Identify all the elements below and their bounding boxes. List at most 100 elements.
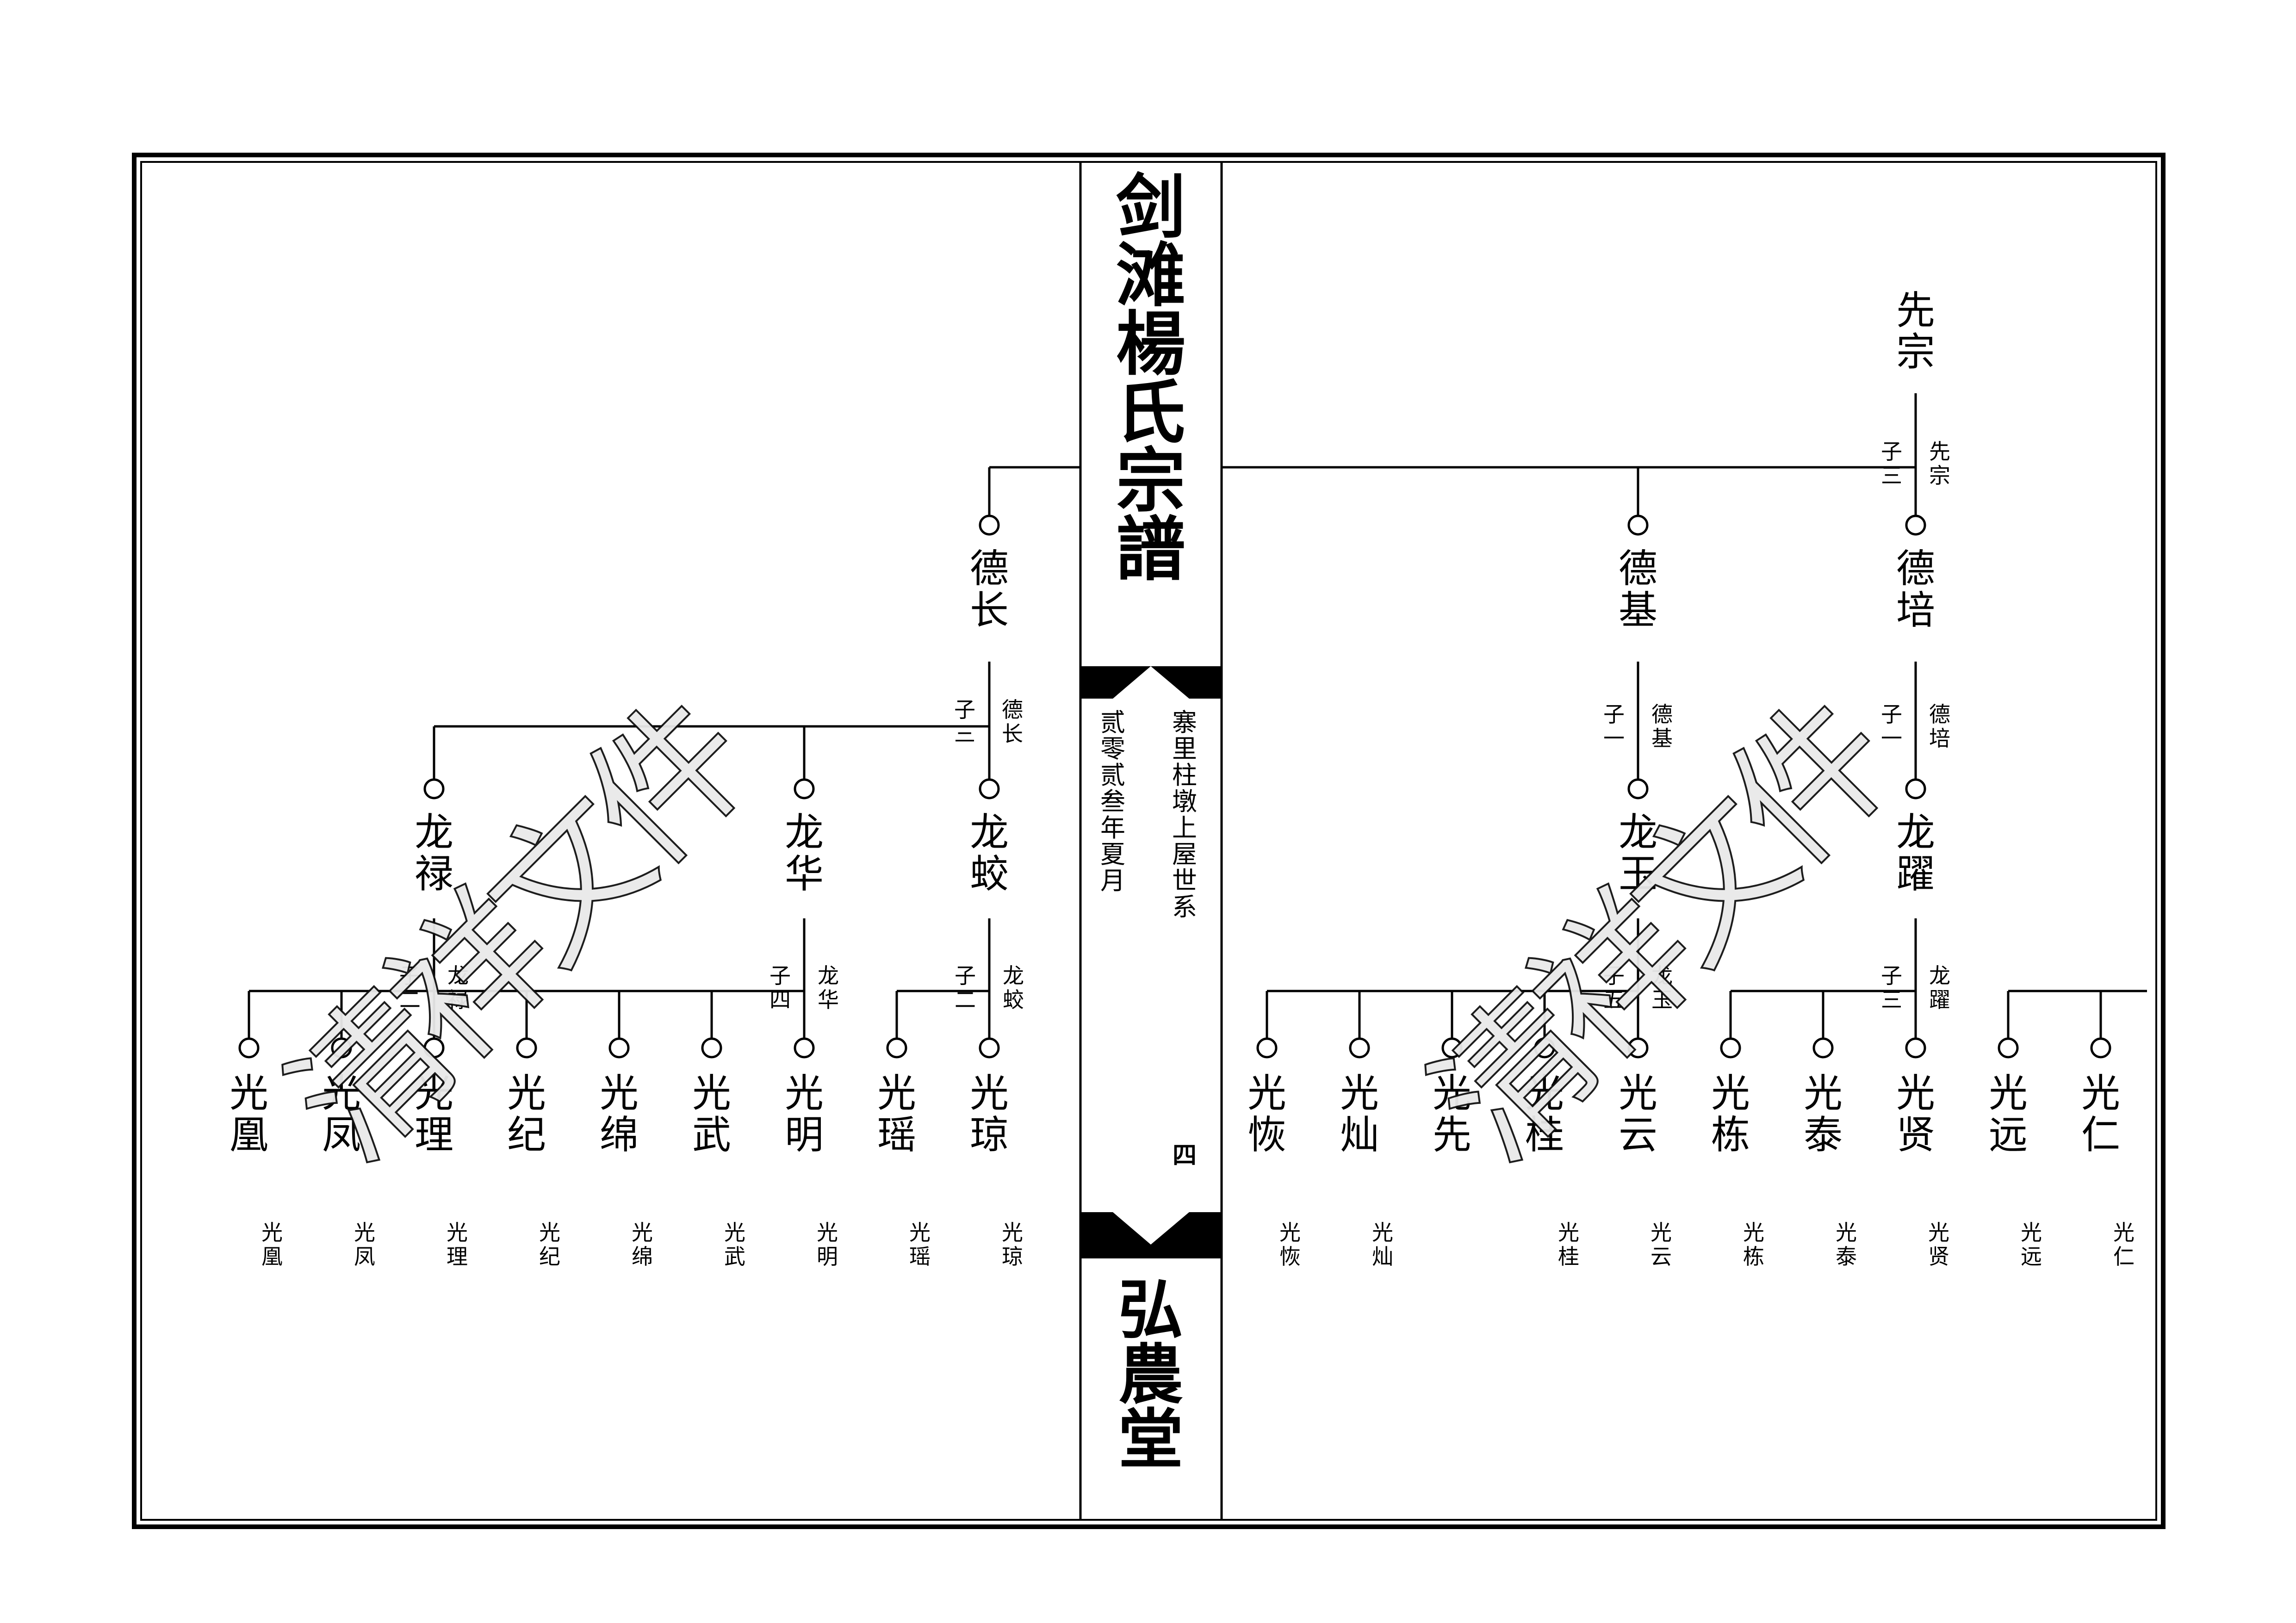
person-name-char: 龙 bbox=[785, 810, 824, 855]
sons-count-note-char: 子 bbox=[954, 697, 975, 722]
hall-name-text-char: 弘 bbox=[1118, 1272, 1183, 1348]
bottom-note-char: 仁 bbox=[2113, 1244, 2135, 1269]
page-number: 四 bbox=[1173, 1141, 1197, 1170]
bottom-note-char: 武 bbox=[724, 1244, 745, 1269]
grandchild-name-char: 光 bbox=[1525, 1071, 1564, 1116]
father-name-note-char: 龙 bbox=[1929, 963, 1950, 988]
bottom-note: 光绵 bbox=[632, 1220, 653, 1269]
spine-lower-block bbox=[1080, 1212, 1222, 1258]
person-marker bbox=[794, 778, 815, 799]
bottom-note-char: 光 bbox=[724, 1220, 745, 1245]
grandchild-name-char: 光 bbox=[1433, 1071, 1471, 1116]
person-marker bbox=[886, 1037, 907, 1059]
branch-name-text-char: 世 bbox=[1172, 866, 1197, 895]
grandchild-name-char: 光 bbox=[970, 1071, 1009, 1116]
sons-count-note-char: 三 bbox=[1881, 987, 1902, 1012]
father-name-note-char: 长 bbox=[1002, 721, 1023, 746]
grandchild-name-char: 灿 bbox=[1340, 1112, 1379, 1158]
bottom-note-char: 灿 bbox=[1372, 1244, 1393, 1269]
person-marker bbox=[1905, 778, 1926, 799]
person-marker bbox=[423, 778, 445, 799]
grandchild-name: 光栋 bbox=[1711, 1071, 1750, 1158]
book-title-text-char: 楊 bbox=[1116, 304, 1185, 385]
person-marker bbox=[2090, 1037, 2111, 1059]
bottom-note-char: 光 bbox=[1743, 1220, 1764, 1245]
person-marker bbox=[1998, 1037, 2019, 1059]
person-name-char: 龙 bbox=[1896, 810, 1935, 855]
bottom-note: 光贤 bbox=[1928, 1220, 1949, 1269]
bottom-note: 光瑶 bbox=[909, 1220, 931, 1269]
book-title-text-char: 譜 bbox=[1116, 509, 1185, 590]
grandchild-name: 光绵 bbox=[600, 1071, 639, 1158]
bottom-note: 光栋 bbox=[1743, 1220, 1764, 1269]
bottom-note-char: 桂 bbox=[1558, 1244, 1579, 1269]
grandchild-name-char: 栋 bbox=[1711, 1112, 1750, 1158]
compile-date-text-char: 月 bbox=[1100, 866, 1125, 895]
person-marker bbox=[1720, 1037, 1741, 1059]
grandchild-name-char: 光 bbox=[1804, 1071, 1843, 1116]
bottom-note-char: 纪 bbox=[539, 1244, 560, 1269]
sons-count-note-char: 子 bbox=[769, 963, 791, 988]
sons-count-note-char: 子 bbox=[1603, 963, 1625, 988]
grandchild-name: 光恢 bbox=[1247, 1071, 1286, 1158]
grandchild-name-char: 桂 bbox=[1525, 1112, 1564, 1158]
person-marker bbox=[979, 778, 1000, 799]
bottom-note: 光凰 bbox=[261, 1220, 283, 1269]
grandchild-name-char: 纪 bbox=[507, 1112, 546, 1158]
bottom-note-char: 光 bbox=[354, 1220, 375, 1245]
person-marker bbox=[1441, 1037, 1463, 1059]
bottom-note: 光琼 bbox=[1002, 1220, 1023, 1269]
bottom-note-char: 凰 bbox=[261, 1244, 283, 1269]
hall-name-text-char: 堂 bbox=[1118, 1402, 1183, 1478]
grandchild-name-char: 光 bbox=[785, 1071, 824, 1116]
bottom-note: 光桂 bbox=[1558, 1220, 1579, 1269]
father-name-note-char: 华 bbox=[818, 987, 839, 1012]
grandchild-name-char: 武 bbox=[692, 1112, 731, 1158]
compile-date-text-char: 贰 bbox=[1100, 708, 1125, 737]
sons-count-note-char: 子 bbox=[1881, 439, 1902, 464]
person-name: 德培 bbox=[1896, 546, 1935, 633]
hall-name-text: 弘農堂 bbox=[1118, 1272, 1183, 1478]
person-marker bbox=[1905, 1037, 1926, 1059]
grandchild-name: 光云 bbox=[1619, 1071, 1657, 1158]
father-name-note-char: 龙 bbox=[1003, 963, 1024, 988]
person-name-char: 基 bbox=[1619, 588, 1657, 633]
sons-count-note-char: 子 bbox=[1881, 702, 1902, 727]
sons-count-note: 子一 bbox=[1603, 702, 1625, 751]
bottom-note: 光理 bbox=[447, 1220, 468, 1269]
father-name-note-char: 蛟 bbox=[1003, 987, 1024, 1012]
compile-date-text-char: 年 bbox=[1100, 813, 1125, 842]
person-marker bbox=[1905, 514, 1926, 536]
grandchild-name: 光桂 bbox=[1525, 1071, 1564, 1158]
bottom-note: 光恢 bbox=[1279, 1220, 1301, 1269]
person-marker bbox=[794, 1037, 815, 1059]
father-name-note: 龙华 bbox=[818, 963, 839, 1012]
grandchild-name-char: 光 bbox=[692, 1071, 731, 1116]
grandchild-name-char: 光 bbox=[2081, 1071, 2120, 1116]
grandchild-name-char: 光 bbox=[507, 1071, 546, 1116]
bottom-note-char: 光 bbox=[1558, 1220, 1579, 1245]
grandchild-name-char: 恢 bbox=[1247, 1112, 1286, 1158]
tree-lines bbox=[238, 393, 2147, 1059]
grandchild-name: 光先 bbox=[1433, 1071, 1471, 1158]
person-marker bbox=[1627, 1037, 1649, 1059]
father-name-note: 龙躍 bbox=[1929, 963, 1950, 1012]
sons-count-note-char: 二 bbox=[399, 987, 421, 1012]
bottom-note-char: 光 bbox=[2113, 1220, 2135, 1245]
sons-count-note-char: 子 bbox=[1881, 963, 1902, 988]
father-name-note-char: 德 bbox=[1002, 697, 1023, 722]
grandchild-name-char: 明 bbox=[785, 1112, 824, 1158]
bottom-note-char: 光 bbox=[1279, 1220, 1301, 1245]
sons-count-note: 子二 bbox=[399, 963, 421, 1012]
sons-count-note-char: 一 bbox=[1603, 726, 1625, 751]
person-marker bbox=[979, 1037, 1000, 1059]
father-name-note: 龙蛟 bbox=[1003, 963, 1024, 1012]
person-marker bbox=[701, 1037, 722, 1059]
grandchild-name-char: 云 bbox=[1619, 1112, 1657, 1158]
book-title-text-char: 氏 bbox=[1116, 372, 1185, 453]
outer-border bbox=[132, 153, 2166, 1529]
book-title-text-char: 剑 bbox=[1116, 167, 1185, 248]
